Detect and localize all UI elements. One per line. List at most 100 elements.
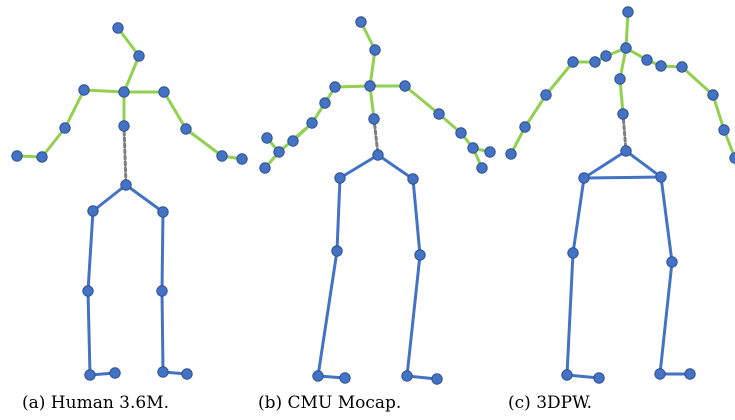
joint-rel	[433, 108, 445, 120]
joint-lank	[561, 369, 573, 381]
upper-body-bone	[544, 60, 575, 97]
lower-body-bone	[91, 183, 128, 213]
joint-rhand	[729, 152, 735, 164]
joint-lsh	[78, 84, 90, 96]
lower-body-bone	[405, 253, 422, 378]
caption-human36m: (a) Human 3.6M.	[22, 393, 170, 413]
lower-body-bone	[338, 153, 380, 180]
lower-body-bone	[335, 176, 342, 253]
upper-body-bone	[680, 65, 715, 97]
joint-spine1	[600, 50, 612, 62]
lower-body-bone	[624, 149, 663, 179]
joint-neck	[620, 42, 632, 54]
upper-body-bone	[624, 10, 630, 50]
joint-rhip	[157, 206, 169, 218]
joint-head	[112, 22, 124, 34]
joint-lel	[59, 122, 71, 134]
joint-spine	[368, 113, 380, 125]
upper-body-bone	[368, 48, 377, 88]
joint-lwr	[36, 151, 48, 163]
joint-rwr	[455, 127, 467, 139]
upper-body-bone	[82, 88, 126, 94]
lower-body-bone	[659, 175, 674, 264]
joint-lhand	[273, 146, 285, 158]
caption-3dpw: (c) 3DPW.	[508, 393, 592, 413]
joint-neck	[133, 50, 145, 62]
joint-lank	[312, 370, 324, 382]
joint-pelvis	[120, 179, 132, 191]
joint-lhand	[11, 150, 23, 162]
upper-body-bone	[162, 90, 188, 131]
joint-rtoe	[684, 368, 696, 380]
lower-body-bone	[571, 176, 586, 255]
joint-lknee	[567, 247, 579, 259]
joint-ltoe	[593, 372, 605, 384]
joint-neck	[369, 44, 381, 56]
joint-rhip	[407, 173, 419, 185]
joint-lank	[84, 369, 96, 381]
joint-lf2	[261, 132, 273, 144]
joint-rf2	[476, 162, 488, 174]
joint-lsh	[329, 81, 341, 93]
joint-lel	[319, 97, 331, 109]
upper-body-bone	[116, 26, 141, 58]
dashed-connector	[621, 112, 628, 153]
upper-body-bone	[184, 127, 224, 158]
joint-rknee	[156, 285, 168, 297]
joint-rsh	[158, 86, 170, 98]
skeleton-cmu-mocap	[259, 16, 496, 385]
upper-body-bone	[711, 93, 726, 132]
joint-ltoe	[339, 372, 351, 384]
lower-body-bone	[582, 175, 663, 180]
joint-lf1	[287, 135, 299, 147]
dashed-connector	[122, 124, 128, 187]
joint-head	[355, 16, 367, 28]
joint-pelvis	[620, 145, 632, 157]
joint-lsh2	[567, 56, 579, 68]
joint-rtoe	[431, 373, 443, 385]
joint-rank	[401, 370, 413, 382]
lower-body-bone	[160, 210, 165, 293]
joint-lhand	[505, 148, 517, 160]
joint-rf1	[484, 146, 496, 158]
joint-lhip	[578, 172, 590, 184]
joint-head	[622, 6, 634, 18]
lower-body-bone	[86, 209, 95, 293]
lower-body-bone	[86, 289, 92, 377]
joint-rsh2	[676, 61, 688, 73]
joint-lsh	[589, 56, 601, 68]
joint-rhand	[467, 142, 479, 154]
joint-rwr	[718, 124, 730, 136]
joint-rank	[157, 366, 169, 378]
joint-lf3	[259, 162, 271, 174]
dashed-connector	[372, 117, 380, 157]
joint-lhip	[87, 205, 99, 217]
joint-lknee	[82, 285, 94, 297]
joint-rknee	[666, 256, 678, 268]
lower-body-bone	[124, 183, 165, 214]
joint-lwr	[519, 121, 531, 133]
lower-body-bone	[160, 289, 165, 374]
lower-body-bone	[376, 153, 415, 181]
joint-rsh	[399, 80, 411, 92]
joint-thorax	[118, 86, 130, 98]
joint-spine2	[641, 54, 653, 66]
joint-rel	[707, 89, 719, 101]
joint-lknee	[331, 245, 343, 257]
joint-chest	[614, 73, 626, 85]
caption-cmu-mocap: (b) CMU Mocap.	[258, 393, 402, 413]
upper-body-bone	[403, 84, 441, 116]
lower-body-bone	[582, 149, 628, 180]
joint-rhand	[236, 153, 248, 165]
joint-rwr	[216, 150, 228, 162]
upper-body-bone	[122, 54, 141, 94]
upper-body-bone	[333, 84, 372, 89]
joint-rsh	[655, 60, 667, 72]
joint-spine	[118, 120, 130, 132]
joint-rknee	[414, 249, 426, 261]
upper-body-bone	[523, 93, 548, 129]
upper-body-bone	[618, 77, 625, 116]
upper-body-bone	[40, 126, 67, 159]
lower-body-bone	[316, 249, 339, 378]
upper-body-bone	[63, 88, 86, 130]
